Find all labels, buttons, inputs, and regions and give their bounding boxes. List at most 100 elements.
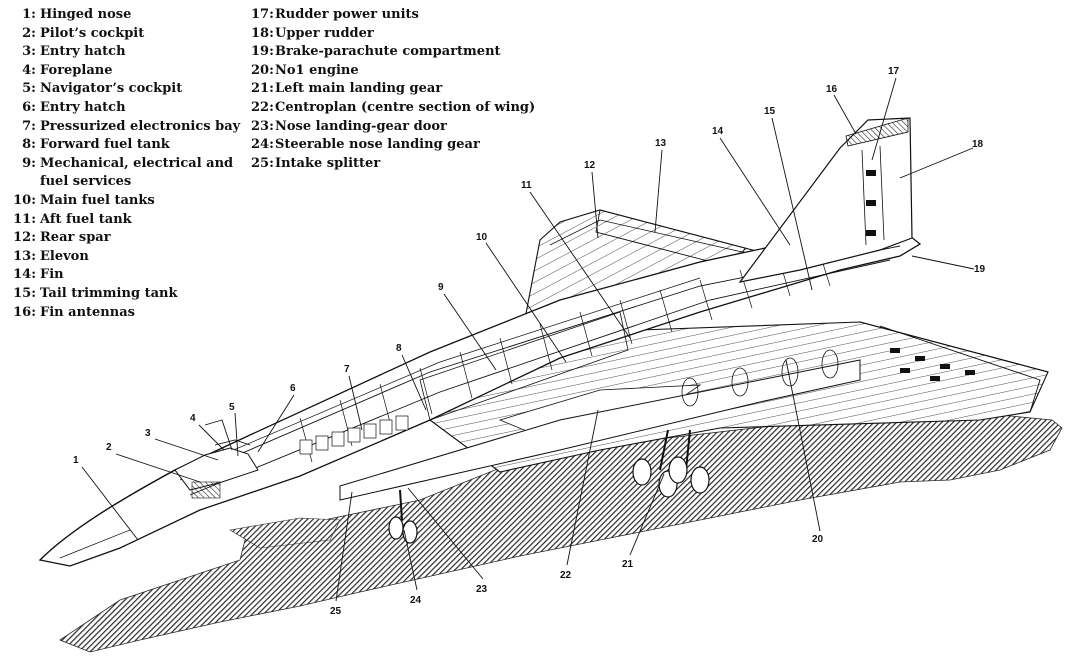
legend-item: 25:Intake splitter (251, 155, 535, 174)
legend-item: 10:Main fuel tanks (6, 192, 265, 211)
legend-item: 20:No1 engine (251, 62, 535, 81)
legend-number: 22: (251, 99, 274, 115)
legend-label: Left main landing gear (275, 81, 443, 97)
legend-label: Pressurized electronics bay (40, 118, 241, 134)
legend-number: 1: (22, 7, 36, 22)
legend-item: 24:Steerable nose landing gear (251, 136, 535, 155)
legend-label: Forward fuel tank (40, 137, 170, 153)
callout-19: 19 (974, 264, 986, 275)
callout-12: 12 (584, 160, 596, 171)
callout-24: 24 (410, 595, 422, 606)
legend-item: 19:Brake-parachute compartment (251, 43, 535, 62)
callout-10: 10 (476, 232, 488, 243)
legend-label: Foreplane (40, 62, 113, 78)
legend-number: 23: (251, 118, 274, 134)
callout-4: 4 (190, 413, 196, 424)
legend-item: 5:Navigator’s cockpit (6, 80, 265, 99)
legend-label: Brake-parachute compartment (275, 44, 501, 60)
cockpit (174, 439, 259, 499)
callout-13: 13 (655, 138, 667, 149)
legend-label: Aft fuel tank (40, 211, 132, 227)
legend-item: 14:Fin (6, 266, 265, 285)
leader-lines (81, 77, 975, 602)
legend-number: 15: (13, 285, 36, 301)
legend-label: Nose landing-gear door (275, 118, 447, 134)
legend-item: 18:Upper rudder (251, 25, 535, 44)
legend-label: Centroplan (centre section of wing) (275, 99, 536, 115)
legend-item: 16:Fin antennas (6, 304, 265, 323)
callout-20: 20 (812, 534, 824, 545)
legend-number: 21: (251, 81, 274, 97)
legend-label: Steerable nose landing gear (275, 137, 480, 153)
callout-17: 17 (888, 66, 900, 77)
legend-number: 24: (251, 137, 274, 153)
legend-label: Fin (40, 267, 64, 283)
callout-numbers: 1 2 3 4 5 6 7 8 9 10 11 12 13 14 15 16 1… (73, 66, 986, 617)
ground-shadow (59, 414, 1063, 653)
legend-number: 14: (13, 267, 36, 283)
legend-item: 4:Foreplane (6, 62, 265, 81)
callout-16: 16 (826, 84, 838, 95)
legend-item: 8:Forward fuel tank (6, 136, 265, 155)
callout-9: 9 (438, 282, 444, 293)
legend-number: 13: (13, 248, 36, 264)
legend-item: 23:Nose landing-gear door (251, 118, 535, 137)
legend-label: No1 engine (275, 62, 359, 78)
legend-item: 17:Rudder power units (251, 6, 535, 25)
legend-item: 22:Centroplan (centre section of wing) (251, 99, 535, 118)
callout-21: 21 (622, 559, 634, 570)
legend-label: Fin antennas (40, 304, 135, 320)
callout-1: 1 (73, 455, 79, 466)
callout-14: 14 (712, 126, 724, 137)
legend-label: Hinged nose (40, 7, 132, 22)
legend-item: 1: Hinged nose (6, 6, 265, 25)
legend-number: 10: (13, 192, 36, 208)
legend-label: Mechanical, electrical and fuel services (40, 155, 234, 190)
legend-number: 4: (22, 62, 36, 78)
legend-number: 19: (251, 44, 274, 60)
legend-number: 6: (22, 99, 36, 115)
legend-item: 21:Left main landing gear (251, 80, 535, 99)
legend-label: Entry hatch (40, 99, 126, 115)
legend-item: 12:Rear spar (6, 229, 265, 248)
legend-label: Rudder power units (275, 7, 419, 22)
callout-8: 8 (396, 343, 402, 354)
callout-6: 6 (290, 383, 296, 394)
legend-number: 16: (13, 304, 36, 320)
legend-number: 7: (22, 118, 36, 134)
main-landing-gear (632, 429, 710, 498)
callout-2: 2 (106, 442, 112, 453)
legend-number: 8: (22, 137, 36, 153)
callout-3: 3 (145, 428, 151, 439)
legend-label: Elevon (40, 248, 89, 264)
legend-item: 9:Mechanical, electrical and fuel servic… (6, 155, 265, 192)
engine-nacelle (339, 349, 861, 501)
legend-label: Pilot’s cockpit (40, 25, 145, 41)
callout-15: 15 (764, 106, 776, 117)
legend-number: 18: (251, 25, 274, 41)
legend-item: 6:Entry hatch (6, 99, 265, 118)
callout-18: 18 (972, 139, 984, 150)
legend-label: Entry hatch (40, 44, 126, 60)
legend-label: Navigator’s cockpit (40, 81, 183, 97)
legend-number: 11: (13, 211, 36, 227)
elevon-near-marks (890, 348, 975, 381)
legend-label: Main fuel tanks (40, 192, 155, 208)
legend-item: 11:Aft fuel tank (6, 211, 265, 230)
callout-22: 22 (560, 570, 572, 581)
legend-number: 3: (22, 44, 36, 60)
fuselage (38, 231, 922, 567)
legend-label: Intake splitter (275, 155, 381, 171)
legend-number: 9: (22, 155, 36, 171)
callout-11: 11 (521, 180, 532, 191)
callout-7: 7 (344, 364, 350, 375)
legend-item: 2:Pilot’s cockpit (6, 25, 265, 44)
legend-label: Rear spar (40, 230, 111, 246)
legend-number: 12: (13, 230, 36, 246)
legend-label: Tail trimming tank (40, 285, 178, 301)
legend-number: 20: (251, 62, 274, 78)
